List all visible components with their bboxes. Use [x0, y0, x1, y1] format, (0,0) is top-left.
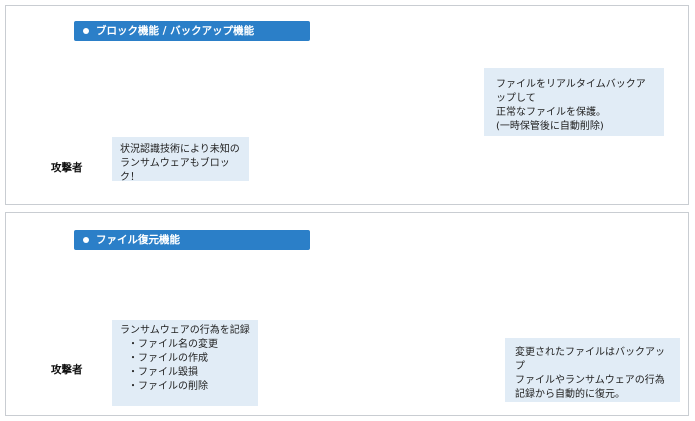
record-item: ・ファイルの作成 — [128, 353, 208, 364]
restore-description: 変更されたファイルはバックアップ ファイルやランサムウェアの行為 記録から自動的… — [505, 338, 680, 402]
record-item: ・ファイル名の変更 — [128, 339, 218, 350]
record-item: ・ファイル毀損 — [128, 367, 198, 378]
section-header-file-restore: ファイル復元機能 — [74, 230, 310, 250]
backup-description: ファイルをリアルタイムバックアップして 正常なファイルを保護。 (一時保管後に自… — [484, 68, 664, 136]
record-box: ランサムウェアの行為を記録 ・ファイル名の変更 ・ファイルの作成 ・ファイル毀損… — [112, 320, 258, 406]
attacker-label: 攻撃者 — [51, 162, 83, 174]
attacker-label-2: 攻撃者 — [51, 364, 83, 376]
record-title: ランサムウェアの行為を記録 — [120, 325, 250, 336]
record-item: ・ファイルの削除 — [128, 381, 208, 392]
section-header-block-backup: ブロック機能 / バックアップ機能 — [74, 21, 310, 41]
block-description: 状況認識技術により未知の ランサムウェアもブロック！ — [112, 137, 249, 183]
